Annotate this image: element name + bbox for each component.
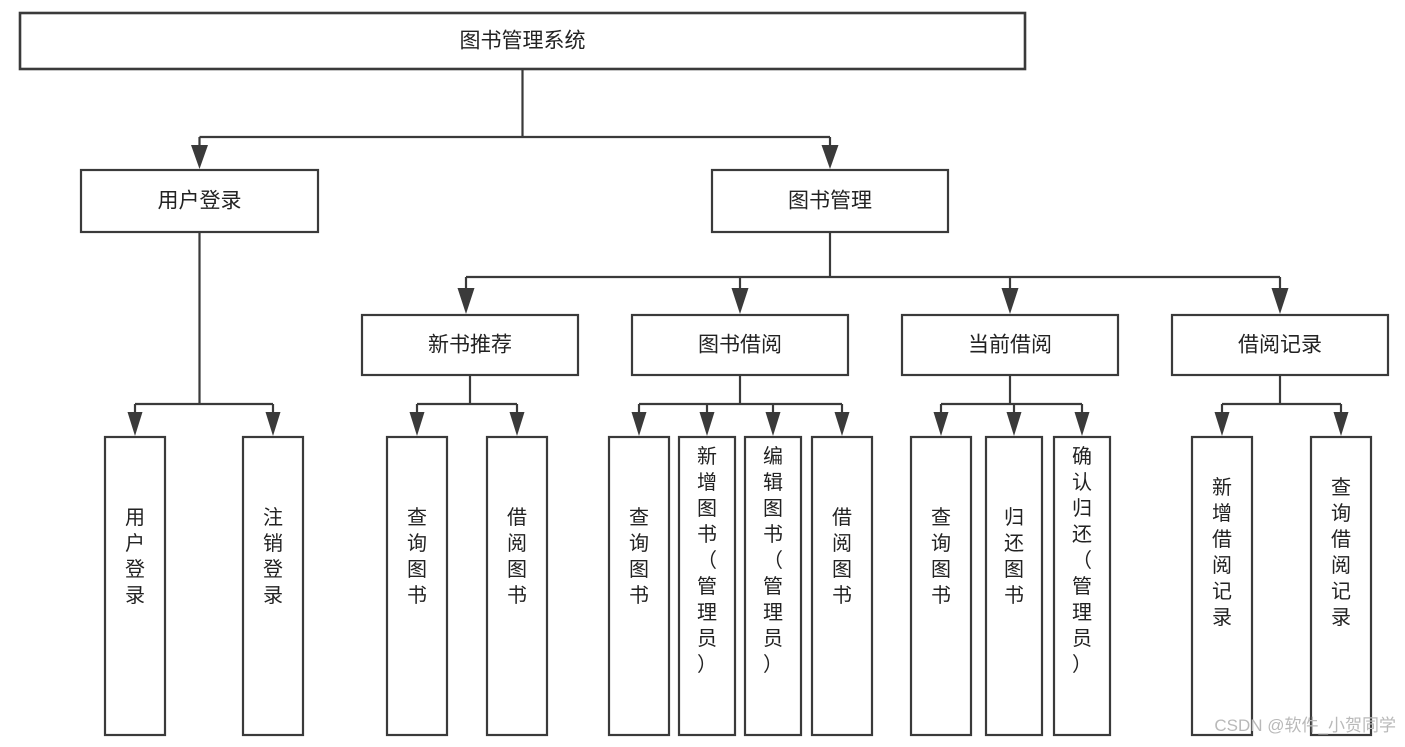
node-current-borrow-box bbox=[900, 313, 1120, 377]
node-user-login-label: 用户登录 bbox=[158, 190, 242, 213]
leaf-borrow-book-borrow-box bbox=[810, 435, 874, 737]
leaf-return-book[interactable]: 归还图书 bbox=[984, 435, 1044, 737]
leaf-edit-book-admin-label: 编辑图书（管理员） bbox=[763, 445, 783, 676]
arrowhead-leaf-query-book-2 bbox=[631, 412, 647, 436]
leaf-query-borrow-record-box bbox=[1309, 435, 1373, 737]
node-book-management-label: 图书管理 bbox=[788, 190, 872, 213]
leaf-query-book-borrow[interactable]: 查询图书 bbox=[607, 435, 671, 737]
node-book-management-box bbox=[710, 168, 950, 234]
leaf-confirm-return-admin-label: 确认归还（管理员） bbox=[1072, 445, 1092, 676]
arrowhead-leaf-add-book bbox=[699, 412, 715, 436]
arrowhead-new-book-rec bbox=[457, 288, 475, 314]
arrowhead-leaf-logout bbox=[265, 412, 281, 436]
leaf-add-book-admin-label: 新增图书（管理员） bbox=[697, 445, 717, 676]
leaf-confirm-return-admin[interactable]: 确认归还（管理员） bbox=[1052, 435, 1112, 737]
node-root-system-box bbox=[18, 11, 1027, 71]
node-user-login[interactable]: 用户登录 bbox=[79, 168, 320, 234]
leaf-query-book-newrec-label: 查询图书 bbox=[407, 506, 427, 607]
leaf-query-book-current-label: 查询图书 bbox=[931, 506, 951, 607]
leaf-query-book-current[interactable]: 查询图书 bbox=[909, 435, 973, 737]
leaf-borrow-book-newrec-label: 借阅图书 bbox=[507, 506, 527, 607]
arrowhead-leaf-query-book-3 bbox=[933, 412, 949, 436]
node-current-borrow[interactable]: 当前借阅 bbox=[900, 313, 1120, 377]
leaf-query-borrow-record-label: 查询借阅记录 bbox=[1331, 476, 1351, 629]
connector-layer bbox=[127, 69, 1349, 436]
arrowhead-leaf-return-book bbox=[1006, 412, 1022, 436]
node-book-borrow[interactable]: 图书借阅 bbox=[630, 313, 850, 377]
leaf-query-book-current-box bbox=[909, 435, 973, 737]
leaf-return-book-box bbox=[984, 435, 1044, 737]
leaf-query-book-newrec-box bbox=[385, 435, 449, 737]
leaf-return-book-label: 归还图书 bbox=[1004, 506, 1024, 607]
leaf-edit-book-admin[interactable]: 编辑图书（管理员） bbox=[743, 435, 803, 737]
arrowhead-leaf-confirm-return bbox=[1074, 412, 1090, 436]
node-book-management[interactable]: 图书管理 bbox=[710, 168, 950, 234]
leaf-add-book-admin[interactable]: 新增图书（管理员） bbox=[677, 435, 737, 737]
arrowhead-leaf-add-record bbox=[1214, 412, 1230, 436]
leaf-borrow-book-borrow-label: 借阅图书 bbox=[832, 506, 852, 607]
leaf-borrow-book-newrec[interactable]: 借阅图书 bbox=[485, 435, 549, 737]
arrowhead-current-borrow bbox=[1001, 288, 1019, 314]
leaf-query-borrow-record[interactable]: 查询借阅记录 bbox=[1309, 435, 1373, 737]
node-root-system-label: 图书管理系统 bbox=[460, 30, 586, 53]
leaf-query-book-borrow-box bbox=[607, 435, 671, 737]
node-book-borrow-box bbox=[630, 313, 850, 377]
leaf-edit-book-admin-box bbox=[743, 435, 803, 737]
leaf-logout[interactable]: 注销登录 bbox=[241, 435, 305, 737]
leaf-user-login-box bbox=[103, 435, 167, 737]
arrowhead-leaf-borrow-book-2 bbox=[834, 412, 850, 436]
arrowhead-leaf-user-login bbox=[127, 412, 143, 436]
arrowhead-book-mgmt bbox=[821, 145, 839, 169]
node-borrow-records-box bbox=[1170, 313, 1390, 377]
node-current-borrow-label: 当前借阅 bbox=[968, 334, 1052, 357]
node-borrow-records-label: 借阅记录 bbox=[1238, 334, 1322, 357]
leaf-borrow-book-borrow[interactable]: 借阅图书 bbox=[810, 435, 874, 737]
leaf-add-borrow-record[interactable]: 新增借阅记录 bbox=[1190, 435, 1254, 737]
csdn-watermark: CSDN @软件_小贺同学 bbox=[1214, 716, 1396, 735]
node-new-book-recommend-box bbox=[360, 313, 580, 377]
leaf-add-borrow-record-label: 新增借阅记录 bbox=[1212, 476, 1232, 629]
leaf-add-book-admin-box bbox=[677, 435, 737, 737]
node-user-login-box bbox=[79, 168, 320, 234]
node-new-book-recommend[interactable]: 新书推荐 bbox=[360, 313, 580, 377]
node-borrow-records[interactable]: 借阅记录 bbox=[1170, 313, 1390, 377]
arrowhead-leaf-query-record bbox=[1333, 412, 1349, 436]
arrowhead-leaf-query-book-1 bbox=[409, 412, 425, 436]
node-root-system[interactable]: 图书管理系统 bbox=[18, 11, 1027, 71]
leaf-borrow-book-newrec-box bbox=[485, 435, 549, 737]
arrowhead-book-borrow bbox=[731, 288, 749, 314]
leaf-logout-box bbox=[241, 435, 305, 737]
leaf-query-book-newrec[interactable]: 查询图书 bbox=[385, 435, 449, 737]
arrowhead-leaf-edit-book bbox=[765, 412, 781, 436]
node-new-book-recommend-label: 新书推荐 bbox=[428, 334, 512, 357]
leaf-confirm-return-admin-box bbox=[1052, 435, 1112, 737]
arrowhead-borrow-records bbox=[1271, 288, 1289, 314]
arrowhead-leaf-borrow-book-1 bbox=[509, 412, 525, 436]
node-book-borrow-label: 图书借阅 bbox=[698, 334, 782, 357]
leaf-add-borrow-record-box bbox=[1190, 435, 1254, 737]
leaf-query-book-borrow-label: 查询图书 bbox=[629, 506, 649, 607]
arrowhead-user-login bbox=[191, 145, 208, 169]
leaf-user-login-label: 用户登录 bbox=[125, 507, 145, 607]
leaf-logout-label: 注销登录 bbox=[263, 506, 283, 607]
leaf-user-login[interactable]: 用户登录 bbox=[103, 435, 167, 737]
